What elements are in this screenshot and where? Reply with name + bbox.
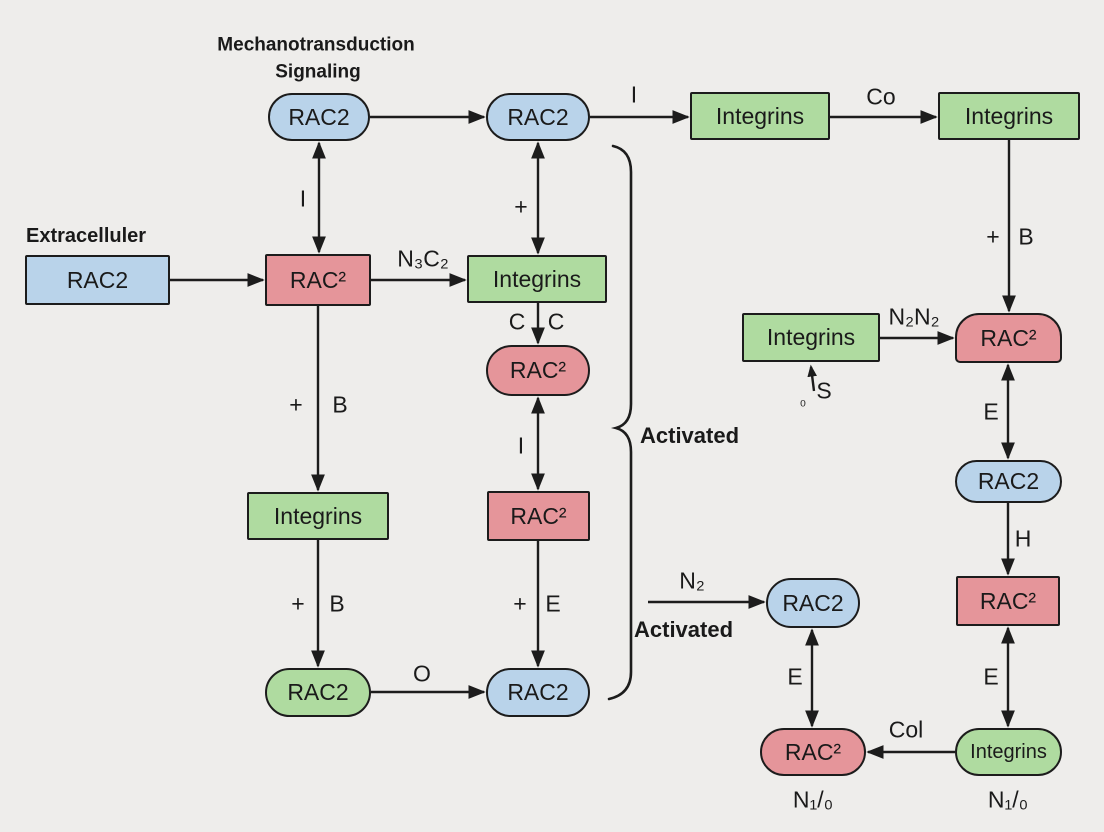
edge-label-pluse-plus: + (513, 590, 527, 617)
node-rac2-pill-right: RAC2 (955, 460, 1062, 503)
annotation-n-ratio-right: N₁/₀ (987, 786, 1029, 813)
annotation-n-ratio-left: N₁/₀ (792, 786, 834, 813)
heading-mechanotransduction: Mechanotransduction (217, 34, 415, 56)
edge-label-plusb-upper-b: B (332, 391, 348, 418)
node-rac2sq-pill-bottom: RAC² (760, 728, 866, 776)
node-rac2-mechano-2: RAC2 (486, 93, 590, 141)
edge-label-plusb-lower-plus: + (291, 590, 305, 617)
edge-label-e-lower-right: E (983, 663, 999, 690)
node-rac2-pill-mid-bottom: RAC2 (486, 668, 590, 717)
heading-signaling: Signaling (275, 61, 361, 83)
edge-label-col: Col (888, 716, 924, 743)
edge-label-plusb-lower-b: B (329, 590, 345, 617)
edge-label-h: H (1014, 525, 1032, 552)
annotation-activated-brace: Activated (640, 423, 740, 448)
edge-label-i-mid: I (517, 432, 525, 459)
edge-label-c-left: C (508, 308, 526, 335)
node-rac2-extracellular: RAC2 (25, 255, 170, 305)
edge-label-n2: N₂ (679, 567, 705, 594)
activated-brace (607, 144, 633, 701)
node-rac2-activated: RAC2 (766, 578, 860, 628)
node-rac2sq-box-right: RAC² (956, 576, 1060, 626)
edge-label-plus-mid: + (514, 193, 528, 220)
edge-label-pluse-e: E (545, 590, 561, 617)
node-integrins-mid: Integrins (467, 255, 607, 303)
edge-label-e-lower-left: E (787, 663, 803, 690)
node-integrins-pill: Integrins (955, 728, 1062, 776)
edge-label-e-upper-right: E (983, 398, 999, 425)
node-rac2sq-tombstone: RAC² (955, 313, 1062, 363)
node-integrins-right: Integrins (742, 313, 880, 362)
edge-label-plusb-right-plus: + (986, 223, 1000, 250)
edge-label-co: Co (866, 83, 896, 110)
node-rac2sq-pill-mid: RAC² (486, 345, 590, 396)
tick-s0 (807, 364, 817, 392)
edge-label-i-top: I (630, 81, 638, 108)
node-rac2sq-left: RAC² (265, 254, 371, 306)
edge-label-s: S (816, 377, 832, 404)
edge-label-c-right: C (547, 308, 565, 335)
edge-label-plusb-upper-plus: + (289, 391, 303, 418)
edge-label-sub0: ₀ (799, 392, 807, 409)
heading-extracellular: Extracelluler (26, 225, 147, 247)
edge-label-n2n2: N₂N₂ (888, 303, 940, 330)
node-rac2sq-box-mid: RAC² (487, 491, 590, 541)
node-rac2-pill-green: RAC2 (265, 668, 371, 717)
node-integrins-top-1: Integrins (690, 92, 830, 140)
edge-label-plusb-right-b: B (1018, 223, 1034, 250)
edge-label-o: O (413, 660, 431, 687)
node-integrins-left: Integrins (247, 492, 389, 540)
node-rac2-mechano-1: RAC2 (268, 93, 370, 141)
edge-label-i-left: I (299, 185, 307, 212)
node-integrins-top-2: Integrins (938, 92, 1080, 140)
annotation-activated-arrow: Activated (634, 617, 734, 642)
edge-label-n3c2: N₃C₂ (397, 245, 449, 272)
